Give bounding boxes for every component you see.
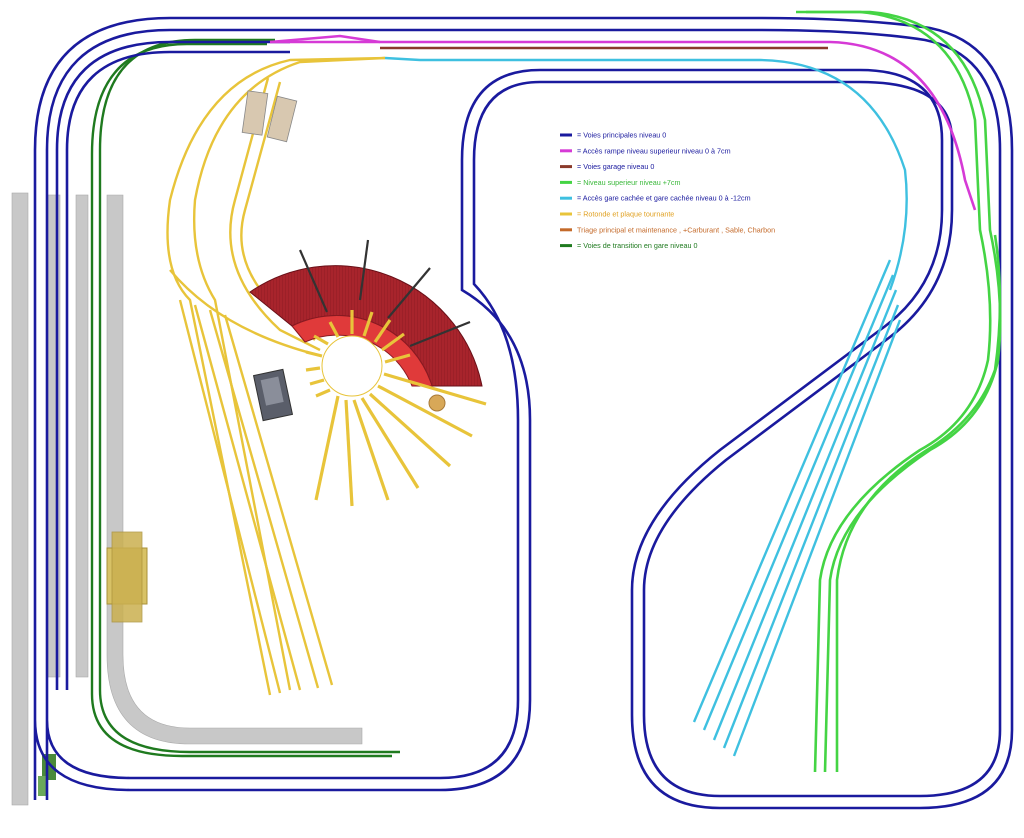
roundhouse-divider-1	[298, 249, 329, 313]
roundhouse-divider-3	[387, 267, 431, 319]
ramp-track	[270, 40, 977, 211]
platform-1	[11, 192, 29, 806]
building-tan-1	[241, 90, 269, 136]
legend-label: = Rotonde et plaque tournante	[577, 210, 674, 219]
legend-item: = Voies de transition en gare niveau 0	[560, 241, 697, 250]
main-track-inner	[45, 28, 1002, 800]
legend-item: = Accès gare cachée et gare cachée nivea…	[560, 194, 751, 203]
hidden-yard-track-5	[732, 319, 902, 757]
spoke	[373, 319, 392, 343]
main-track-inner-3	[65, 50, 290, 690]
legend-item: = Voies garage niveau 0	[560, 162, 654, 171]
yard-track-3	[178, 299, 282, 694]
spoke	[313, 334, 329, 346]
roundhouse-stalls	[291, 315, 433, 387]
yard-lead-2	[192, 56, 386, 691]
hidden-yard-track-3	[712, 289, 898, 741]
hidden-yard-track-4	[722, 304, 900, 749]
main-tracks	[33, 16, 1014, 810]
roundhouse-divider-2	[358, 239, 370, 301]
legend-item: Triage principal et maintenance , +Carbu…	[560, 225, 775, 234]
spoke	[368, 392, 452, 468]
water-tower	[428, 394, 446, 412]
roundhouse-lead-3	[169, 269, 319, 357]
legend-label: = Voies principales niveau 0	[577, 131, 666, 140]
legend-label: = Accès rampe niveau superieur niveau 0 …	[577, 146, 731, 155]
hidden-yard-track-1	[692, 259, 892, 723]
spoke	[383, 372, 487, 406]
legend-item: = Niveau superieur niveau +7cm	[560, 178, 680, 187]
hidden-station-tracks	[384, 56, 908, 757]
upper-level-tracks	[796, 10, 1002, 773]
upper-track-c	[835, 234, 1002, 772]
spoke	[360, 397, 420, 489]
spoke	[305, 366, 321, 372]
small-green-object-2	[38, 776, 46, 796]
ramp-track-spur	[269, 34, 381, 44]
transition-track-inner	[90, 42, 392, 758]
spoke	[314, 395, 340, 501]
hidden-access-track	[384, 56, 908, 291]
spoke	[362, 311, 374, 337]
spoke	[377, 384, 473, 438]
legend-label: = Voies garage niveau 0	[577, 162, 654, 171]
roundhouse-yard-tracks	[166, 56, 386, 696]
roundhouse-lead-2	[229, 77, 321, 352]
upper-track-a	[796, 10, 992, 773]
main-track-outer	[33, 16, 1014, 810]
spoke	[381, 332, 405, 352]
roundhouse-divider-4	[409, 320, 471, 348]
legend-item: = Rotonde et plaque tournante	[560, 210, 674, 219]
yard-track-6	[223, 314, 334, 686]
turntable	[305, 310, 487, 507]
legend-label: = Voies de transition en gare niveau 0	[577, 241, 697, 250]
legend-item: = Accès rampe niveau superieur niveau 0 …	[560, 146, 731, 155]
ramp-tracks	[269, 34, 977, 211]
legend-label: = Niveau superieur niveau +7cm	[577, 178, 680, 187]
yard-track-5	[208, 309, 320, 689]
spoke	[315, 388, 331, 398]
station-building-roof	[111, 531, 143, 623]
main-track-inner-2	[55, 40, 290, 690]
spoke	[352, 399, 390, 501]
legend-item: = Voies principales niveau 0	[560, 131, 666, 140]
spoke	[305, 350, 323, 358]
spoke	[309, 378, 325, 386]
building-grey-roof	[260, 376, 284, 406]
transition-tracks	[90, 38, 400, 758]
yard-track-4	[193, 304, 302, 691]
spoke	[344, 399, 354, 507]
buildings	[241, 90, 446, 422]
spoke	[328, 321, 340, 338]
spoke	[384, 353, 411, 364]
turntable-pit	[321, 335, 383, 397]
platform-3	[75, 194, 89, 678]
legend-label: Triage principal et maintenance , +Carbu…	[577, 225, 775, 234]
legend-label: = Accès gare cachée et gare cachée nivea…	[577, 194, 751, 203]
legend: = Voies principales niveau 0 = Accès ramp…	[560, 131, 775, 250]
platform-4-curved	[106, 194, 363, 745]
building-tan-2	[266, 95, 298, 143]
hidden-yard-track-2	[702, 274, 895, 731]
